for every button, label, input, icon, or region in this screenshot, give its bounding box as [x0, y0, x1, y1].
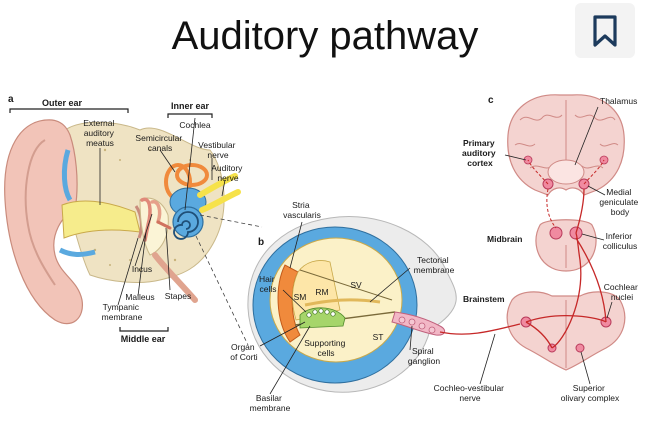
external-meatus-label: External auditory meatus [83, 118, 117, 148]
spiral-ganglion-label: Spiral ganglion [408, 346, 440, 366]
superior-olivary-label: Superior olivary complex [561, 383, 620, 403]
ganglion-cells [398, 316, 436, 334]
panel-label-c: c [488, 95, 494, 106]
cochlea-label: Cochlea [179, 120, 210, 130]
cochlear-nuclei-label: Cochlear nuclei [604, 282, 640, 302]
panel-label-b: b [258, 237, 264, 248]
primary-cortex-label: Primary auditory cortex [462, 138, 498, 168]
page-title: Auditory pathway [171, 14, 479, 58]
panel-c-brain: c [434, 94, 640, 403]
auditory-pathway [439, 188, 607, 349]
incus-shape [150, 200, 162, 224]
vestibular-nerve-shape [197, 173, 238, 198]
vestibular-label: Vestibular nerve [198, 140, 238, 160]
bookmark-button[interactable] [575, 3, 635, 58]
tectorial-label: Tectorial membrane [414, 255, 455, 275]
cartilage-upper [61, 149, 73, 202]
stria-label: Stria vascularis [283, 200, 321, 220]
midbrain-label: Midbrain [487, 234, 522, 244]
rm-label: RM [315, 287, 328, 297]
tectorial-membrane-shape [304, 298, 381, 307]
cochleo-vestibular-label: Cochleo-vestibular nerve [434, 383, 507, 403]
eustachian-tube [152, 252, 198, 303]
incus-label: Incus [132, 264, 152, 274]
scala-media-shape [292, 260, 341, 321]
stapes-shape [156, 220, 172, 230]
supporting-cells-label: Supporting cells [304, 338, 348, 358]
tympanic-label: Tympanic membrane [102, 302, 143, 322]
stapes-label: Stapes [165, 291, 191, 301]
organ-of-corti-shape [299, 307, 346, 329]
thalamus-shape [547, 159, 585, 185]
inferior-colliculus-left [549, 226, 563, 240]
brainstem-label: Brainstem [463, 294, 505, 304]
organ-corti-label: Organ of Corti [230, 342, 258, 362]
inner-ear-bracket [167, 113, 213, 118]
cerebrum-gyri [514, 100, 619, 169]
zoom-connectors [195, 214, 263, 346]
medial-geniculate-label: Medial geniculate body [599, 187, 640, 217]
cartilage-lower [58, 247, 96, 257]
outer-ear-bracket [9, 108, 129, 113]
thalamus-label: Thalamus [600, 96, 637, 106]
auditory-nerve-shape [199, 189, 241, 213]
panel-a-ear: a Outer ear [4, 94, 245, 344]
panel-label-a: a [8, 94, 14, 105]
outer-ear-label: Outer ear [42, 98, 83, 108]
hair-cells-label: Hair cells [259, 274, 277, 294]
reissner-membrane [299, 269, 393, 301]
cortical-projections [527, 159, 605, 229]
semicircular-label: Semicircular canals [135, 133, 184, 153]
panel-c-leaders [479, 106, 613, 385]
bookmark-icon [593, 14, 617, 47]
sm-label: SM [294, 292, 307, 302]
panel-a-leaders [99, 117, 226, 306]
malleus-label: Malleus [125, 292, 154, 302]
pinna-fold [24, 139, 56, 286]
superior-olive-right [575, 343, 585, 353]
panel-b-leaders [259, 221, 413, 395]
inner-ear-label: Inner ear [171, 101, 210, 111]
middle-ear-bracket [119, 327, 169, 332]
panel-b-cochlea: b RM SV SM ST [230, 200, 457, 413]
inferior-colliculus-label: Inferior colliculus [603, 231, 638, 251]
basilar-label: Basilar membrane [250, 393, 291, 413]
st-label: ST [373, 332, 384, 342]
cochlea-shape [172, 206, 204, 240]
auditory-nerve-label: Auditory nerve [211, 163, 245, 183]
sv-label: SV [350, 280, 362, 290]
middle-ear-label: Middle ear [121, 334, 166, 344]
